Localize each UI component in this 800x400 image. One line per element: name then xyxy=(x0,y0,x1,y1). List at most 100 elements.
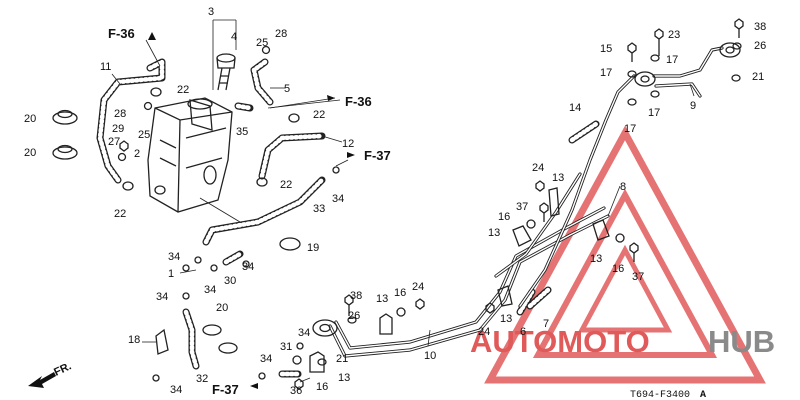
callout-37: 37 xyxy=(632,271,644,283)
callout-8: 8 xyxy=(620,181,626,193)
bolts-and-nuts xyxy=(119,18,744,390)
callout-labels: 3 4 25 28 11 22 5 20 28 25 27 29 20 2 35… xyxy=(24,6,766,397)
callout-3: 3 xyxy=(208,6,214,18)
callout-34: 34 xyxy=(156,291,168,303)
hose-6 xyxy=(516,288,536,316)
callout-28: 28 xyxy=(275,28,287,40)
callout-34: 34 xyxy=(242,261,254,273)
callout-32: 32 xyxy=(196,373,208,385)
pipe-9 xyxy=(652,46,724,98)
callout-38: 38 xyxy=(754,21,766,33)
callout-15: 15 xyxy=(600,43,612,55)
pipe-10 xyxy=(328,206,610,358)
callout-26: 26 xyxy=(348,310,360,322)
callout-16: 16 xyxy=(316,381,328,393)
section-ref-f36-mid: F-36 xyxy=(345,94,372,109)
hose-35 xyxy=(234,102,254,112)
callout-38: 38 xyxy=(350,290,362,302)
section-ref-f36-top: F-36 xyxy=(108,26,135,41)
callout-24: 24 xyxy=(412,281,424,293)
callout-7: 7 xyxy=(543,318,549,330)
reservoir-cap xyxy=(216,53,236,91)
callout-11: 11 xyxy=(100,61,111,73)
callout-13: 13 xyxy=(376,293,388,305)
hose-14 xyxy=(568,120,600,144)
callout-27: 27 xyxy=(108,136,120,148)
callout-25: 25 xyxy=(138,129,150,141)
callout-34: 34 xyxy=(260,353,272,365)
watermark-triangle-core xyxy=(577,244,673,333)
callout-24: 24 xyxy=(478,326,490,338)
watermark-text-gray: HUB xyxy=(708,324,775,359)
hose-11 xyxy=(96,58,166,184)
watermark-triangle-outer xyxy=(484,125,766,384)
callout-21: 21 xyxy=(752,71,764,83)
callout-14: 14 xyxy=(569,102,581,114)
callout-9: 9 xyxy=(690,100,696,112)
callout-31: 31 xyxy=(280,341,292,353)
callout-17: 17 xyxy=(624,123,636,135)
callout-34: 34 xyxy=(298,327,310,339)
callout-5: 5 xyxy=(284,83,290,95)
hose-32 xyxy=(182,308,200,370)
callout-25: 25 xyxy=(256,37,268,49)
brackets xyxy=(155,187,610,373)
callout-2: 2 xyxy=(134,148,140,160)
callout-13: 13 xyxy=(338,372,350,384)
callout-34: 34 xyxy=(204,284,216,296)
callout-1: 1 xyxy=(168,268,174,280)
hose-7 xyxy=(526,286,552,310)
callout-22: 22 xyxy=(313,109,325,121)
callout-10: 10 xyxy=(424,350,436,362)
diagram-code-suffix: A xyxy=(700,390,706,400)
callout-35: 35 xyxy=(236,126,248,138)
watermark: AUTOMOTO HUB xyxy=(470,125,775,384)
callout-22: 22 xyxy=(280,179,292,191)
callout-21: 21 xyxy=(336,353,348,365)
watermark-triangle-inner xyxy=(532,188,718,358)
hose-33 xyxy=(202,176,326,246)
watermark-text-red: AUTOMOTO xyxy=(470,324,650,359)
diagram-code: T694-F3400 xyxy=(630,390,690,400)
callout-36: 36 xyxy=(290,385,302,397)
callout-13: 13 xyxy=(500,313,512,325)
callout-34: 34 xyxy=(168,251,180,263)
fitting-junction-9 xyxy=(634,42,741,87)
callout-37: 37 xyxy=(516,201,528,213)
callout-22: 22 xyxy=(177,84,189,96)
callout-20: 20 xyxy=(24,147,36,159)
callout-34: 34 xyxy=(170,384,182,396)
callout-18: 18 xyxy=(128,334,140,346)
callout-16: 16 xyxy=(394,287,406,299)
callout-30: 30 xyxy=(224,275,236,287)
callout-23: 23 xyxy=(668,29,680,41)
callout-17: 17 xyxy=(600,67,612,79)
reservoir-tank xyxy=(147,97,233,213)
callout-19: 19 xyxy=(307,242,319,254)
callout-6: 6 xyxy=(520,326,526,338)
direction-label: FR. xyxy=(52,360,73,378)
clamps xyxy=(52,45,301,354)
callout-13: 13 xyxy=(552,172,564,184)
pipe-8 xyxy=(494,74,636,308)
callout-16: 16 xyxy=(612,263,624,275)
callout-17: 17 xyxy=(666,54,678,66)
callout-29: 29 xyxy=(112,123,124,135)
callout-20: 20 xyxy=(216,302,228,314)
section-arrows xyxy=(148,32,355,389)
callout-34: 34 xyxy=(332,193,344,205)
callout-22: 22 xyxy=(114,208,126,220)
callout-28: 28 xyxy=(114,108,126,120)
callout-33: 33 xyxy=(313,203,325,215)
callout-26: 26 xyxy=(754,40,766,52)
callout-13: 13 xyxy=(590,253,602,265)
callout-17: 17 xyxy=(648,107,660,119)
callout-24: 24 xyxy=(532,162,544,174)
leader-lines xyxy=(111,19,695,383)
section-ref-f37-mid: F-37 xyxy=(364,148,391,163)
callout-13: 13 xyxy=(488,227,500,239)
callout-20: 20 xyxy=(24,113,36,125)
front-direction-arrow: FR. xyxy=(28,360,73,388)
hose-30 xyxy=(222,250,244,266)
